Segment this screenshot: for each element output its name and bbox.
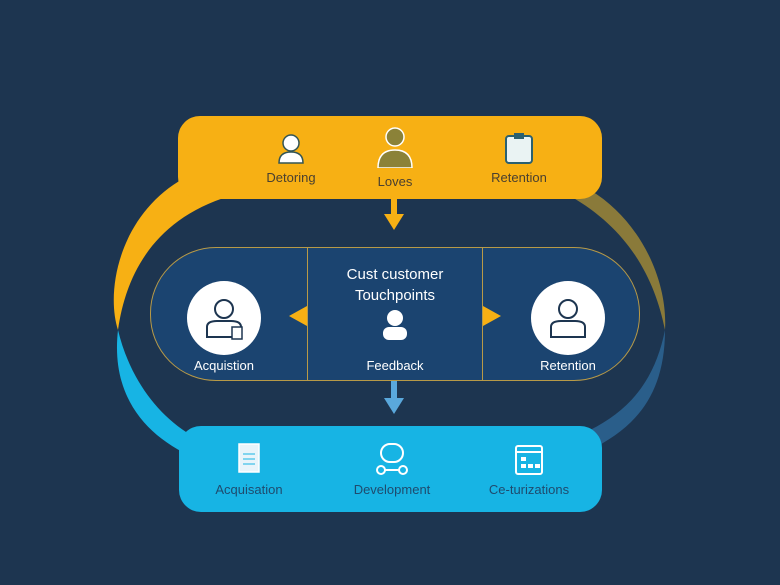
- down-arrow-top-shaft: [391, 199, 397, 215]
- support-agent-icon: [278, 134, 304, 164]
- bottom-item-customizations: Ce-turizations: [479, 442, 579, 497]
- top-band: Detoring Loves Retention: [178, 116, 602, 199]
- left-arrow-icon: [289, 306, 307, 326]
- person-badge-icon: [206, 299, 243, 340]
- right-arrow-icon: [483, 306, 501, 326]
- center-panel: Cust customer Touchpoints Feedback: [307, 248, 483, 380]
- top-item-loves: Loves: [350, 126, 440, 189]
- top-item-label: Retention: [491, 170, 547, 185]
- down-arrow-bottom-head: [384, 398, 404, 414]
- retention-label: Retention: [540, 358, 596, 373]
- retention-circle: [531, 281, 605, 355]
- down-arrow-bottom-shaft: [391, 380, 397, 400]
- person-icon: [383, 310, 407, 340]
- bottom-item-label: Development: [353, 482, 431, 497]
- top-item-retention: Retention: [474, 132, 564, 185]
- bottom-item-acquisation: Acquisation: [204, 442, 294, 497]
- touchpoints-panel: Acquistion Cust customer Touchpoints Fee…: [150, 247, 640, 381]
- down-arrow-top-head: [384, 214, 404, 230]
- title-line-2: Touchpoints: [354, 287, 436, 304]
- bottom-right-arc: [590, 330, 665, 450]
- robot-icon: [376, 443, 408, 475]
- top-item-label: Detoring: [266, 170, 316, 185]
- document-icon: [238, 443, 260, 473]
- acquisition-circle: [187, 281, 261, 355]
- calendar-icon: [515, 445, 543, 475]
- top-item-label: Loves: [377, 174, 413, 189]
- person-icon: [377, 127, 413, 168]
- acquisition-label: Acquistion: [194, 358, 254, 373]
- bottom-item-development: Development: [347, 442, 437, 497]
- bottom-band: Acquisation Development Ce-turizations: [179, 426, 602, 512]
- title-line-1: Cust customer: [346, 266, 444, 283]
- top-item-detoring: Detoring: [246, 132, 336, 185]
- bottom-item-label: Ce-turizations: [488, 482, 570, 497]
- clipboard-icon: [505, 133, 533, 164]
- feedback-label: Feedback: [366, 358, 424, 373]
- bottom-item-label: Acquisation: [215, 482, 283, 497]
- bottom-left-arc: [116, 330, 200, 460]
- person-icon: [550, 299, 586, 338]
- top-right-arc: [570, 190, 666, 330]
